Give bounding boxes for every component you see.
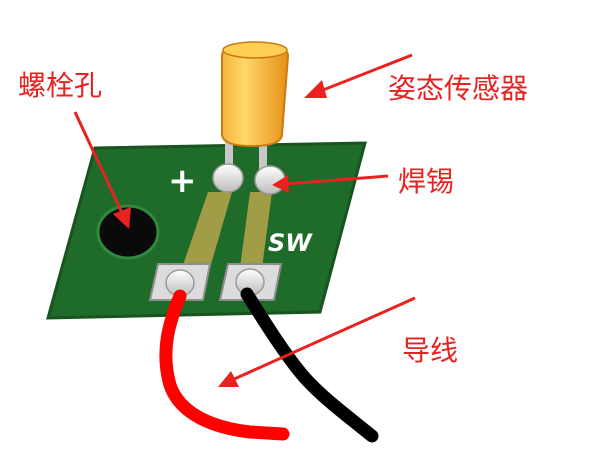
arrow-solder [272, 174, 389, 193]
arrow-sensor [304, 53, 413, 98]
sensor-label: 姿态传感器 [388, 72, 529, 105]
sensor-lead-left [225, 136, 233, 180]
bolt-hole-label: 螺栓孔 [18, 69, 103, 102]
arrow-bolt-hole [73, 111, 131, 229]
sw-mark: SW [268, 229, 313, 257]
arrow-wire [218, 296, 416, 387]
solder-label: 焊锡 [398, 165, 455, 198]
wire-label: 导线 [402, 334, 459, 367]
solder-joint-left [212, 163, 244, 193]
sensor-body [221, 42, 290, 148]
sensor-top [222, 41, 288, 59]
plus-mark: + [168, 161, 197, 201]
trace-left [182, 192, 232, 268]
wire-red [159, 289, 290, 441]
trace-right [240, 192, 272, 268]
wire-black [240, 287, 379, 443]
sensor-lead-right [259, 136, 267, 180]
bolt-hole [96, 204, 160, 260]
